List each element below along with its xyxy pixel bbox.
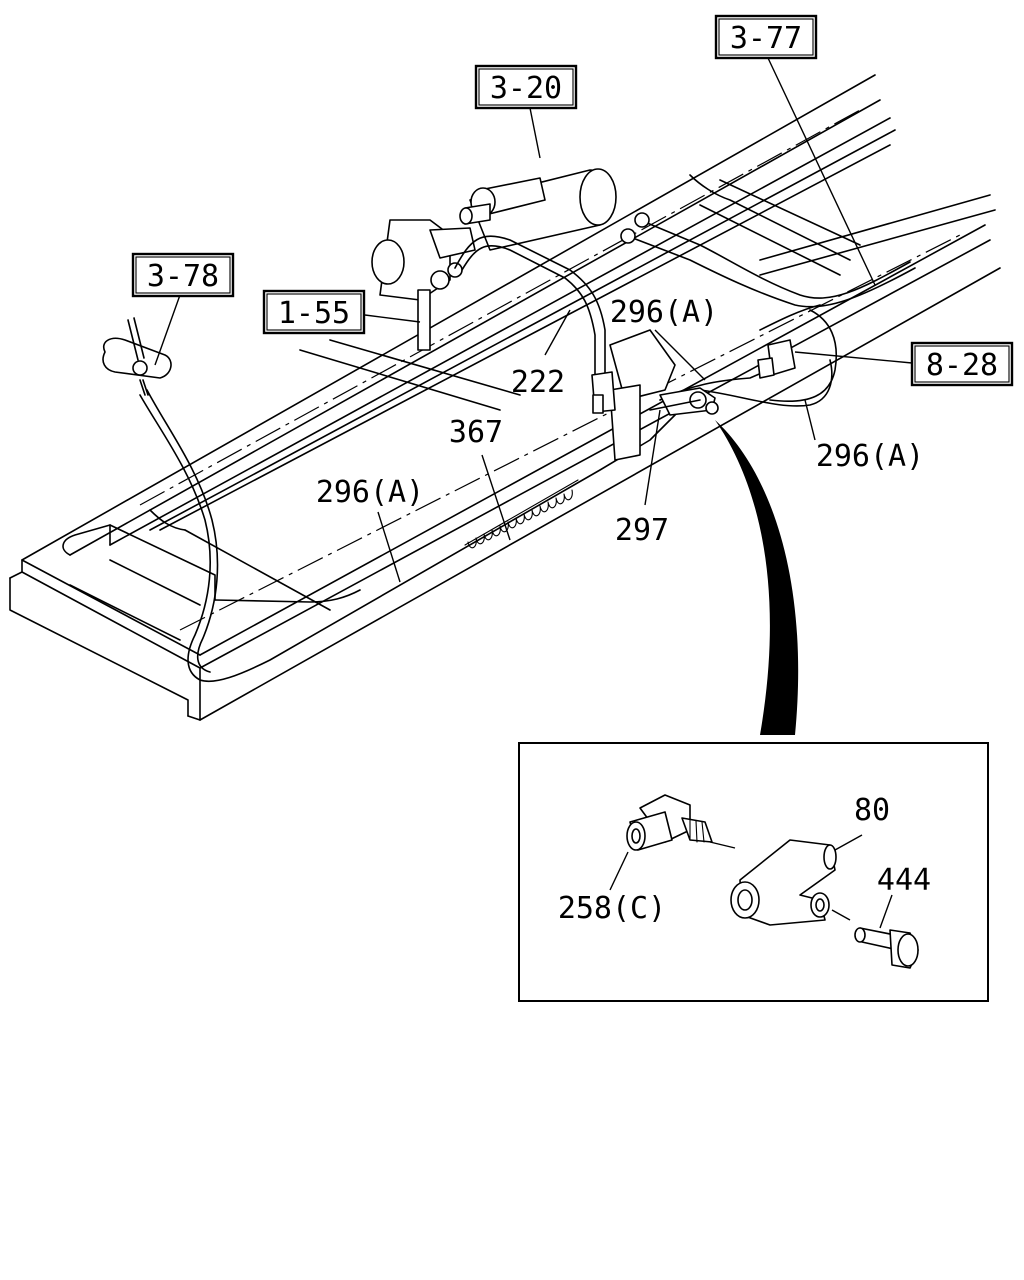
part-label-258c: 258(C) xyxy=(558,891,666,926)
part-label-296a-right: 296(A) xyxy=(816,439,924,474)
ref-box-1-55[interactable]: 1-55 xyxy=(262,289,366,335)
part-label-296a-top: 296(A) xyxy=(610,295,718,330)
coil-spring xyxy=(467,489,573,549)
leader-lines xyxy=(154,57,913,583)
part-label-296a-left: 296(A) xyxy=(316,475,424,510)
ref-box-3-20[interactable]: 3-20 xyxy=(474,64,578,110)
tee-fitting xyxy=(730,839,837,926)
elbow-fitting xyxy=(626,794,713,851)
detail-inset xyxy=(518,742,989,1002)
ref-label-3-77: 3-77 xyxy=(730,21,802,56)
air-tank xyxy=(459,168,617,251)
component-8-28-part xyxy=(757,339,796,379)
part-label-80: 80 xyxy=(854,793,890,828)
callout-pointer xyxy=(715,420,799,735)
brake-valve xyxy=(371,219,476,351)
ref-box-8-28[interactable]: 8-28 xyxy=(910,341,1014,387)
ref-box-3-78[interactable]: 3-78 xyxy=(131,252,235,298)
sensor-3-78-part xyxy=(102,317,172,396)
part-label-444: 444 xyxy=(877,863,931,898)
air-lines xyxy=(139,212,916,683)
ref-label-3-78: 3-78 xyxy=(147,259,219,294)
part-label-367: 367 xyxy=(449,415,503,450)
ref-label-8-28: 8-28 xyxy=(926,348,998,383)
part-label-297: 297 xyxy=(615,513,669,548)
ref-label-3-20: 3-20 xyxy=(490,71,562,106)
part-label-222: 222 xyxy=(511,365,565,400)
ref-box-3-77[interactable]: 3-77 xyxy=(714,14,818,60)
bolt xyxy=(854,927,919,969)
ref-label-1-55: 1-55 xyxy=(278,296,350,331)
valve-bracket xyxy=(591,329,676,461)
chassis-frame xyxy=(9,74,1001,721)
